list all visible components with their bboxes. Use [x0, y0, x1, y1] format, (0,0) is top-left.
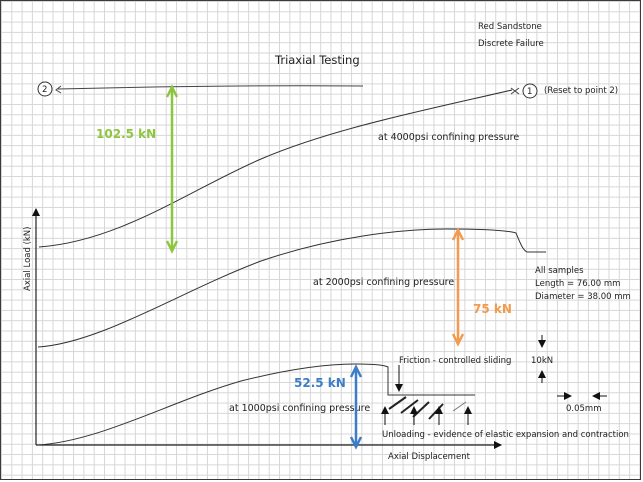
x-axis-label: Axial Displacement [388, 452, 471, 462]
diagram-title: Triaxial Testing [274, 53, 360, 67]
blue-load-label: 52.5 kN [294, 376, 346, 390]
orange-arrowhead-top [451, 227, 465, 241]
sample-failure: Discrete Failure [478, 39, 544, 49]
load-scale-label: 10kN [531, 356, 553, 366]
point-2-circle [37, 81, 53, 97]
point-1-label: 1 [527, 87, 532, 97]
samples-heading: All samples [535, 266, 584, 276]
curve-1000psi-label: at 1000psi confining pressure [229, 403, 370, 414]
reference-line-left-tick [55, 85, 62, 94]
point-1-circle [522, 83, 538, 99]
sample-rock: Red Sandstone [478, 22, 542, 32]
blue-arrowhead-bottom [349, 436, 363, 450]
point-2-label: 2 [42, 85, 47, 95]
curve-4000psi [38, 89, 513, 248]
curve-4000psi-label: at 4000psi confining pressure [378, 132, 519, 143]
curve-1000psi [37, 363, 475, 446]
curve-2000psi [37, 228, 546, 348]
green-load-label: 102.5 kN [96, 127, 156, 141]
green-arrowhead-top [165, 84, 179, 98]
reference-line-right-x [510, 87, 520, 95]
samples-diameter: Diameter = 38.00 mm [535, 292, 631, 302]
green-arrowhead-bottom [165, 240, 179, 254]
samples-length: Length = 76.00 mm [535, 279, 620, 289]
blue-arrowhead-top [349, 364, 363, 378]
y-axis-label: Axial Load (kN) [23, 227, 33, 292]
disp-scale-label: 0.05mm [566, 404, 602, 414]
orange-load-label: 75 kN [473, 302, 512, 316]
unloading-arrows [381, 406, 472, 425]
curve-2000psi-label: at 2000psi confining pressure [313, 277, 454, 288]
unloading-hatch [388, 396, 444, 420]
unloading-annotation: Unloading - evidence of elastic expansio… [382, 430, 629, 440]
reset-note: (Reset to point 2) [544, 86, 618, 96]
orange-arrowhead-bottom [451, 333, 465, 347]
unloading-hatch-light [452, 401, 467, 412]
friction-annotation: Friction - controlled sliding [399, 356, 511, 366]
reference-line [57, 85, 364, 90]
